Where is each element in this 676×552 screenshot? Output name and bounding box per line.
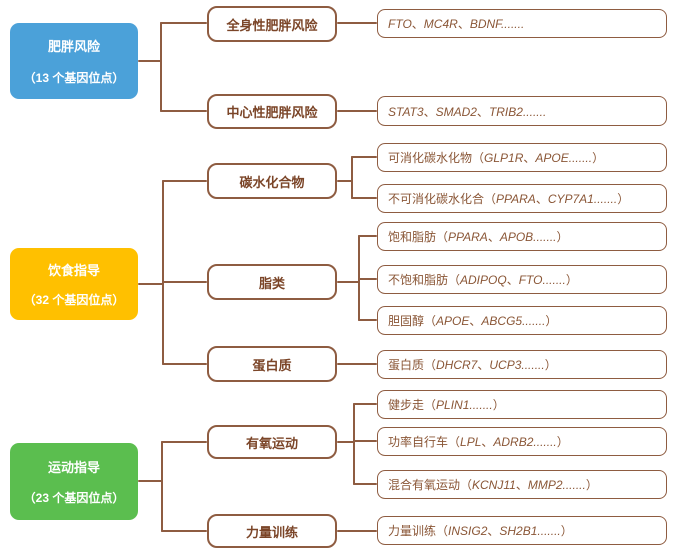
root-subtitle: （23 个基因位点）: [23, 491, 125, 506]
leaf-box-genes: 功率自行车（LPL、ADRB2.......）: [377, 427, 667, 456]
connector-line: [162, 180, 164, 365]
connector-line: [351, 156, 377, 158]
root-title: 运动指导: [47, 459, 100, 475]
gene-list: 蛋白质（DHCR7、UCP3.......）: [388, 358, 557, 372]
gene-list: 饱和脂肪（PPARA、APOB.......）: [388, 230, 569, 244]
connector-line: [337, 441, 355, 443]
leaf-box-genes: 蛋白质（DHCR7、UCP3.......）: [377, 350, 667, 379]
gene-list: 不可消化碳水化合（PPARA、CYP7A1.......）: [388, 192, 630, 206]
connector-line: [337, 110, 377, 112]
gene-list: 可消化碳水化物（GLP1R、APOE.......）: [388, 151, 605, 165]
connector-line: [160, 22, 207, 24]
leaf-box-genes: 饱和脂肪（PPARA、APOB.......）: [377, 222, 667, 251]
branch-box-central-obesity: 中心性肥胖风险: [207, 94, 337, 129]
gene-list: 胆固醇（APOE、ABCG5.......）: [388, 314, 558, 328]
connector-line: [337, 180, 353, 182]
connector-line: [138, 283, 164, 285]
leaf-box-genes: FTO、MC4R、BDNF.......: [377, 9, 667, 38]
connector-line: [138, 60, 162, 62]
connector-line: [161, 441, 207, 443]
gene-list: 混合有氧运动（KCNJ11、MMP2.......）: [388, 478, 598, 492]
leaf-box-genes: 不饱和脂肪（ADIPOQ、FTO.......）: [377, 265, 667, 294]
leaf-box-genes: STAT3、SMAD2、TRIB2.......: [377, 96, 667, 126]
connector-line: [353, 403, 355, 485]
gene-list: STAT3、SMAD2、TRIB2.......: [388, 104, 547, 119]
branch-box-whole-body-obesity: 全身性肥胖风险: [207, 6, 337, 42]
branch-box-protein: 蛋白质: [207, 346, 337, 382]
connector-line: [358, 235, 377, 237]
branch-box-strength-training: 力量训练: [207, 514, 337, 548]
root-subtitle: （13 个基因位点）: [23, 70, 125, 85]
leaf-box-genes: 混合有氧运动（KCNJ11、MMP2.......）: [377, 470, 667, 499]
branch-box-carbohydrates: 碳水化合物: [207, 163, 337, 199]
connector-line: [353, 483, 377, 485]
root-box-obesity-risk: 肥胖风险 （13 个基因位点）: [10, 23, 138, 99]
connector-line: [138, 480, 163, 482]
gene-list: 不饱和脂肪（ADIPOQ、FTO.......）: [388, 273, 578, 287]
connector-line: [358, 278, 377, 280]
connector-line: [353, 403, 377, 405]
gene-list: 力量训练（INSIG2、SH2B1.......）: [388, 524, 573, 538]
leaf-box-genes: 健步走（PLIN1.......）: [377, 390, 667, 419]
leaf-box-genes: 胆固醇（APOE、ABCG5.......）: [377, 306, 667, 335]
connector-line: [162, 281, 207, 283]
connector-line: [161, 530, 207, 532]
root-box-diet-guidance: 饮食指导 （32 个基因位点）: [10, 248, 138, 320]
leaf-box-genes: 不可消化碳水化合（PPARA、CYP7A1.......）: [377, 184, 667, 213]
connector-line: [337, 530, 377, 532]
root-subtitle: （32 个基因位点）: [23, 293, 125, 307]
connector-line: [358, 319, 377, 321]
root-title: 饮食指导: [47, 263, 100, 278]
connector-line: [160, 110, 207, 112]
leaf-box-genes: 可消化碳水化物（GLP1R、APOE.......）: [377, 143, 667, 172]
connector-line: [161, 441, 163, 532]
connector-line: [337, 363, 377, 365]
branch-box-lipids: 脂类: [207, 264, 337, 300]
connector-line: [160, 22, 162, 112]
connector-line: [162, 180, 207, 182]
gene-list: 功率自行车（LPL、ADRB2.......）: [388, 435, 569, 449]
root-title: 肥胖风险: [47, 39, 100, 55]
connector-line: [162, 363, 207, 365]
connector-line: [337, 281, 360, 283]
connector-line: [351, 197, 377, 199]
root-box-exercise-guidance: 运动指导 （23 个基因位点）: [10, 443, 138, 520]
branch-box-aerobic-exercise: 有氧运动: [207, 425, 337, 459]
connector-line: [353, 440, 377, 442]
gene-list: 健步走（PLIN1.......）: [388, 398, 505, 412]
gene-list: FTO、MC4R、BDNF.......: [388, 17, 525, 31]
leaf-box-genes: 力量训练（INSIG2、SH2B1.......）: [377, 516, 667, 545]
connector-line: [337, 22, 377, 24]
connector-line: [351, 156, 353, 199]
